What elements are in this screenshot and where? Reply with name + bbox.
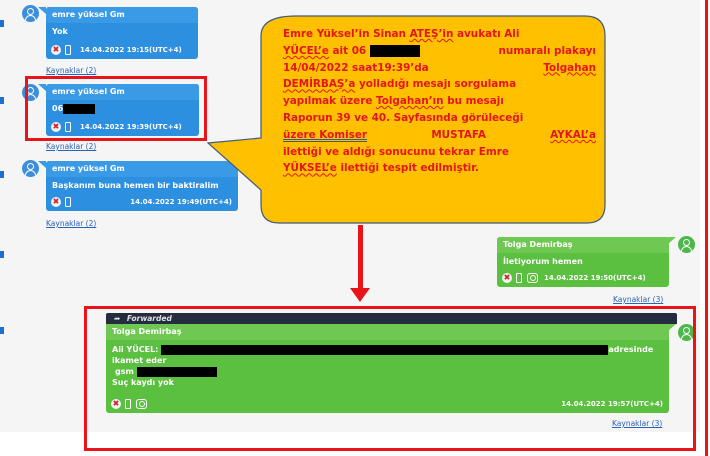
sender-name: emre yüksel Gm — [46, 161, 238, 177]
annotation-border-line — [705, 0, 708, 456]
callout-text: Emre Yüksel’in Sinan ATEŞ’in avukatı Ali… — [283, 26, 596, 177]
message-text: gsm — [115, 367, 134, 376]
x-circle-icon: ✖ — [51, 121, 61, 132]
redacted-block — [136, 366, 217, 377]
message-text: Suç kaydı yok — [112, 378, 174, 387]
group-icon — [527, 272, 538, 283]
timestamp: 14.04.2022 19:57(UTC+4) — [561, 399, 663, 408]
timestamp: 14.04.2022 19:15(UTC+4) — [80, 45, 182, 54]
highlight-box — [84, 306, 696, 451]
sources-link[interactable]: Kaynaklar (2) — [46, 142, 97, 151]
phone-icon — [65, 196, 71, 207]
message-text: Başkanım buna hemen bir baktiralim — [52, 181, 219, 190]
user-avatar-icon — [22, 160, 39, 177]
redacted-block — [369, 44, 420, 57]
message-bubble[interactable]: emre yüksel Gm Yok ✖ 14.04.2022 19:15(UT… — [46, 7, 198, 59]
thread-marker[interactable] — [0, 251, 4, 258]
message-text: İletiyorum hemen — [503, 257, 583, 266]
callout-line: 14/04/2022 saat19:39’da Tolgahan — [283, 61, 596, 74]
redacted-block — [161, 344, 609, 355]
x-circle-icon: ✖ — [51, 196, 61, 207]
sender-name: emre yüksel Gm — [46, 7, 198, 23]
sender-name: emre yüksel Gm — [46, 84, 199, 100]
message-bubble[interactable]: Tolga Demirbaş İletiyorum hemen ✖ 14.04.… — [497, 237, 669, 287]
message-text: 06 — [52, 104, 64, 113]
timestamp: 14.04.2022 19:49(UTC+4) — [130, 197, 232, 206]
group-icon — [136, 398, 147, 409]
timestamp: 14.04.2022 19:39(UTC+4) — [80, 122, 182, 131]
sources-link[interactable]: Kaynaklar (2) — [46, 66, 97, 75]
message-text: adresinde — [608, 345, 654, 354]
phone-icon — [125, 398, 131, 409]
redacted-block — [62, 103, 95, 114]
callout-line: üzere Komiser MUSTAFA AYKAL’a — [283, 128, 596, 141]
callout-line: yapılmak üzere Tolgahan’ın bu mesajı — [283, 95, 504, 108]
x-circle-icon: ✖ — [51, 44, 61, 55]
message-bubble[interactable]: emre yüksel Gm 06 ✖ 14.04.2022 19:39(UTC… — [46, 84, 199, 136]
phone-icon — [516, 272, 522, 283]
sources-link[interactable]: Kaynaklar (2) — [46, 219, 97, 228]
user-avatar-icon — [678, 324, 695, 341]
thread-marker[interactable] — [0, 20, 4, 27]
phone-icon — [65, 121, 71, 132]
user-avatar-icon — [22, 5, 39, 22]
sender-name: Tolga Demirbaş — [497, 237, 669, 253]
x-circle-icon: ✖ — [502, 272, 512, 283]
annotation-arrow-head — [350, 288, 370, 302]
callout-line: DEMİRBAŞ’a yolladığı mesajı sorgulama — [283, 78, 517, 91]
callout-line: ilettiği ve aldığı sonucunu tekrar Emre — [283, 145, 509, 158]
user-avatar-icon — [678, 236, 695, 253]
callout-line: Raporun 39 ve 40. Sayfasında görüleceği — [283, 111, 524, 124]
message-bubble[interactable]: emre yüksel Gm Başkanım buna hemen bir b… — [46, 161, 238, 211]
forward-arrow-icon: ➦ — [114, 314, 121, 323]
highlight-box — [25, 76, 207, 141]
annotation-arrow — [358, 225, 363, 290]
sender-name: Tolga Demirbaş — [106, 324, 669, 340]
phone-icon — [65, 44, 71, 55]
forwarded-bar: ➦ Forwarded — [106, 313, 677, 324]
timestamp: 14.04.2022 19:50(UTC+4) — [544, 273, 646, 282]
thread-marker[interactable] — [0, 97, 4, 104]
message-text: Yok — [52, 27, 68, 36]
message-bubble[interactable]: Tolga Demirbaş Ali YÜCEL: adresinde ikame… — [106, 324, 669, 413]
message-text: Ali YÜCEL: — [112, 345, 159, 354]
callout-line: YÜKSEL’e ilettiği tespit edilmiştir. — [283, 162, 479, 175]
callout-line: YÜCEL’e ait 06 numaralı plakayı — [283, 44, 596, 57]
thread-marker[interactable] — [0, 327, 4, 334]
callout-line: Emre Yüksel’in Sinan ATEŞ’in avukatı Ali — [283, 28, 520, 40]
x-circle-icon: ✖ — [111, 398, 121, 409]
message-text: ikamet eder — [112, 356, 167, 365]
sources-link[interactable]: Kaynaklar (3) — [612, 419, 663, 428]
sources-link[interactable]: Kaynaklar (3) — [613, 295, 664, 304]
thread-marker[interactable] — [0, 171, 4, 178]
